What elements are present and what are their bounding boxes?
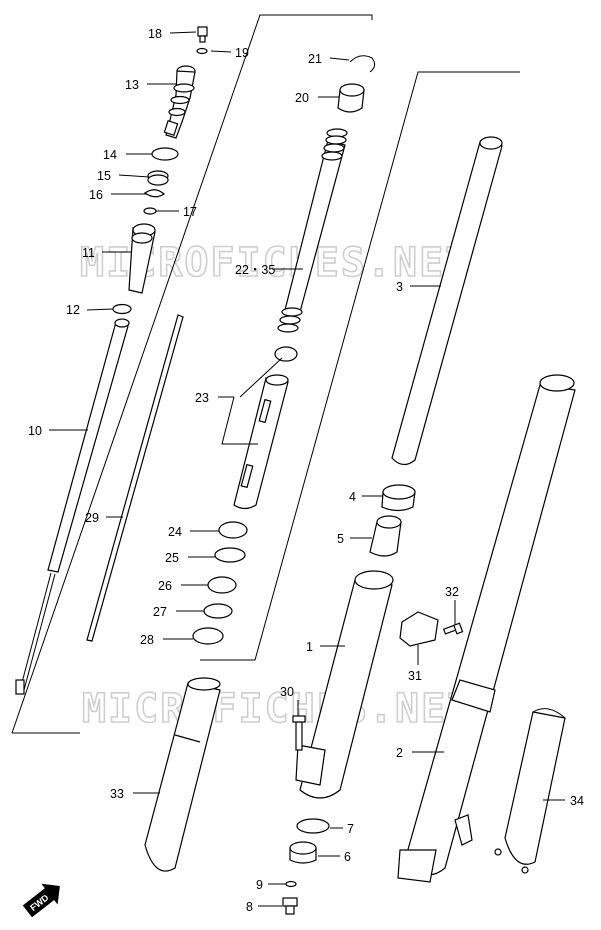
part-6-adjuster-plug <box>289 841 317 864</box>
callout-20: 20 <box>295 91 309 105</box>
callout-18: 18 <box>148 27 162 41</box>
callout-22-35: 22・35 <box>235 263 275 277</box>
part-9-oring <box>285 880 297 888</box>
group-frame-left <box>11 14 373 734</box>
callout-8: 8 <box>246 900 253 914</box>
part-25-stopper-ring <box>214 547 246 563</box>
part-29-spacer-rod <box>86 314 184 642</box>
callout-13: 13 <box>125 78 139 92</box>
callout-7: 7 <box>347 822 354 836</box>
part-22-35-fork-spring <box>277 128 348 333</box>
part-1-outer-tube-left <box>295 570 394 799</box>
part-18-bolt <box>197 26 208 43</box>
part-8-drain-bolt <box>282 897 298 915</box>
callout-1: 1 <box>306 640 313 654</box>
part-7-oring <box>296 818 330 834</box>
callout-12: 12 <box>66 303 80 317</box>
callout-31: 31 <box>408 669 422 683</box>
callout-17: 17 <box>183 205 197 219</box>
callout-27: 27 <box>153 605 167 619</box>
callout-2: 2 <box>396 746 403 760</box>
callout-32: 32 <box>445 585 459 599</box>
part-10-damper-rod <box>15 318 130 695</box>
part-13-damper-adjuster <box>163 65 196 139</box>
callout-14: 14 <box>103 148 117 162</box>
callout-29: 29 <box>85 511 99 525</box>
callout-9: 9 <box>256 878 263 892</box>
callout-4: 4 <box>349 490 356 504</box>
part-16-clip <box>143 189 165 198</box>
part-26-dust-seal <box>207 576 237 594</box>
part-30-bolt <box>292 715 306 751</box>
part-17-oring <box>143 207 157 215</box>
part-15-collar <box>147 170 169 186</box>
callout-21: 21 <box>308 52 322 66</box>
part-11-cap <box>128 223 156 294</box>
part-20-spring-seat <box>337 83 365 113</box>
callout-3: 3 <box>396 280 403 294</box>
watermark-bottom: MICROFICHES.NET <box>82 686 473 732</box>
callout-33: 33 <box>110 787 124 801</box>
callout-28: 28 <box>140 633 154 647</box>
part-14-ring <box>151 147 179 161</box>
part-32-bolt <box>442 622 464 635</box>
callout-10: 10 <box>28 424 42 438</box>
callout-23: 23 <box>195 391 209 405</box>
callout-25: 25 <box>165 551 179 565</box>
part-28-bushing <box>192 627 224 645</box>
leader-lines <box>49 31 565 907</box>
callout-labels: 18 19 13 14 15 16 17 11 12 10 29 21 20 2… <box>28 27 584 914</box>
part-24-oil-seal <box>218 521 248 539</box>
group-frame-right <box>200 71 520 661</box>
callout-34: 34 <box>570 794 584 808</box>
part-2-outer-tube-right <box>397 374 576 883</box>
callout-19: 19 <box>235 46 249 60</box>
part-12-ring <box>112 303 132 315</box>
part-5-slide-bushing <box>369 515 402 557</box>
callout-30: 30 <box>280 685 294 699</box>
part-23-oil-lock-piece <box>233 346 298 510</box>
part-3-inner-tube <box>391 136 503 466</box>
part-27-washer <box>203 603 233 619</box>
callout-16: 16 <box>89 188 103 202</box>
part-19-washer <box>196 47 208 55</box>
callout-6: 6 <box>344 850 351 864</box>
part-21-circlip <box>349 55 376 73</box>
part-31-bracket <box>399 611 439 647</box>
forward-direction-badge: FWD <box>22 883 60 918</box>
part-4-bushing <box>381 484 416 512</box>
callout-24: 24 <box>168 525 182 539</box>
callout-5: 5 <box>337 532 344 546</box>
part-33-fork-guard <box>144 677 221 872</box>
callout-11: 11 <box>82 246 95 260</box>
callout-15: 15 <box>97 169 111 183</box>
callout-26: 26 <box>158 579 172 593</box>
part-34-fork-guard-right <box>494 708 566 874</box>
